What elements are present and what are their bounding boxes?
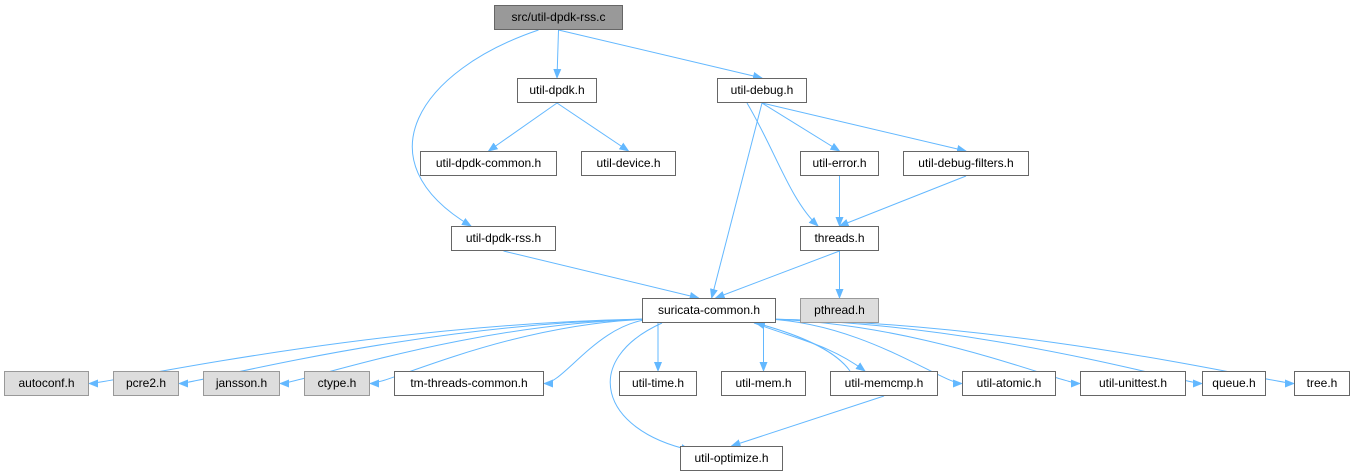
node-autoconf[interactable]: autoconf.h [4,371,89,396]
node-pcre2[interactable]: pcre2.h [113,371,179,396]
node-debugfilters[interactable]: util-debug-filters.h [903,151,1029,176]
edge-dpdk-to-device [556,102,630,152]
edge-dpdkrss-to-suricata [503,250,700,300]
node-ctype[interactable]: ctype.h [304,371,370,396]
node-memcmp[interactable]: util-memcmp.h [830,371,938,396]
edge-debug-to-error [761,102,841,152]
edge-dpdk-to-dpdkcommon [487,102,558,152]
edge-debugfilters-to-threads [838,175,967,227]
edge-suricata-to-tree [765,318,1295,388]
node-dpdkrss[interactable]: util-dpdk-rss.h [451,226,556,251]
edge-memcmp-to-optimize [730,395,885,447]
node-optimize[interactable]: util-optimize.h [680,446,783,471]
node-root[interactable]: src/util-dpdk-rss.c [494,5,623,30]
edge-debug-to-debugfilters [761,102,967,153]
edge-root-to-dpdk [553,29,562,79]
node-unittest[interactable]: util-unittest.h [1080,371,1186,396]
edge-suricata-to-pcre2 [178,318,653,388]
edge-suricata-to-jansson [279,318,653,388]
edge-root-to-debug [558,29,763,80]
edge-suricata-to-autoconf [88,318,653,388]
node-dpdkcommon[interactable]: util-dpdk-common.h [420,151,557,176]
edge-root-to-dpdkrss [411,29,539,227]
node-debug[interactable]: util-debug.h [717,78,807,103]
edge-debug-to-suricata [710,102,763,299]
node-threads[interactable]: threads.h [800,226,879,251]
edge-threads-to-suricata [714,250,840,299]
node-jansson[interactable]: jansson.h [203,371,280,396]
node-mem[interactable]: util-mem.h [721,371,806,396]
node-error[interactable]: util-error.h [800,151,879,176]
node-device[interactable]: util-device.h [581,151,676,176]
node-queue[interactable]: queue.h [1202,371,1266,396]
edge-suricata-to-ctype [369,318,653,388]
node-dpdk[interactable]: util-dpdk.h [517,78,597,103]
node-tmthreads[interactable]: tm-threads-common.h [394,371,544,396]
edge-debug-to-threads [746,102,819,227]
edge-memcmp-to-suricata [755,321,851,372]
edge-suricata-to-tmthreads [543,318,653,388]
node-pthread[interactable]: pthread.h [800,298,879,323]
node-atomic[interactable]: util-atomic.h [962,371,1056,396]
edge-suricata-to-optimize [609,322,691,452]
edge-suricata-to-memcmp [753,322,866,372]
node-suricata[interactable]: suricata-common.h [642,298,776,323]
node-tree[interactable]: tree.h [1294,371,1350,396]
node-time[interactable]: util-time.h [619,371,697,396]
edge-suricata-to-unittest [765,318,1081,388]
